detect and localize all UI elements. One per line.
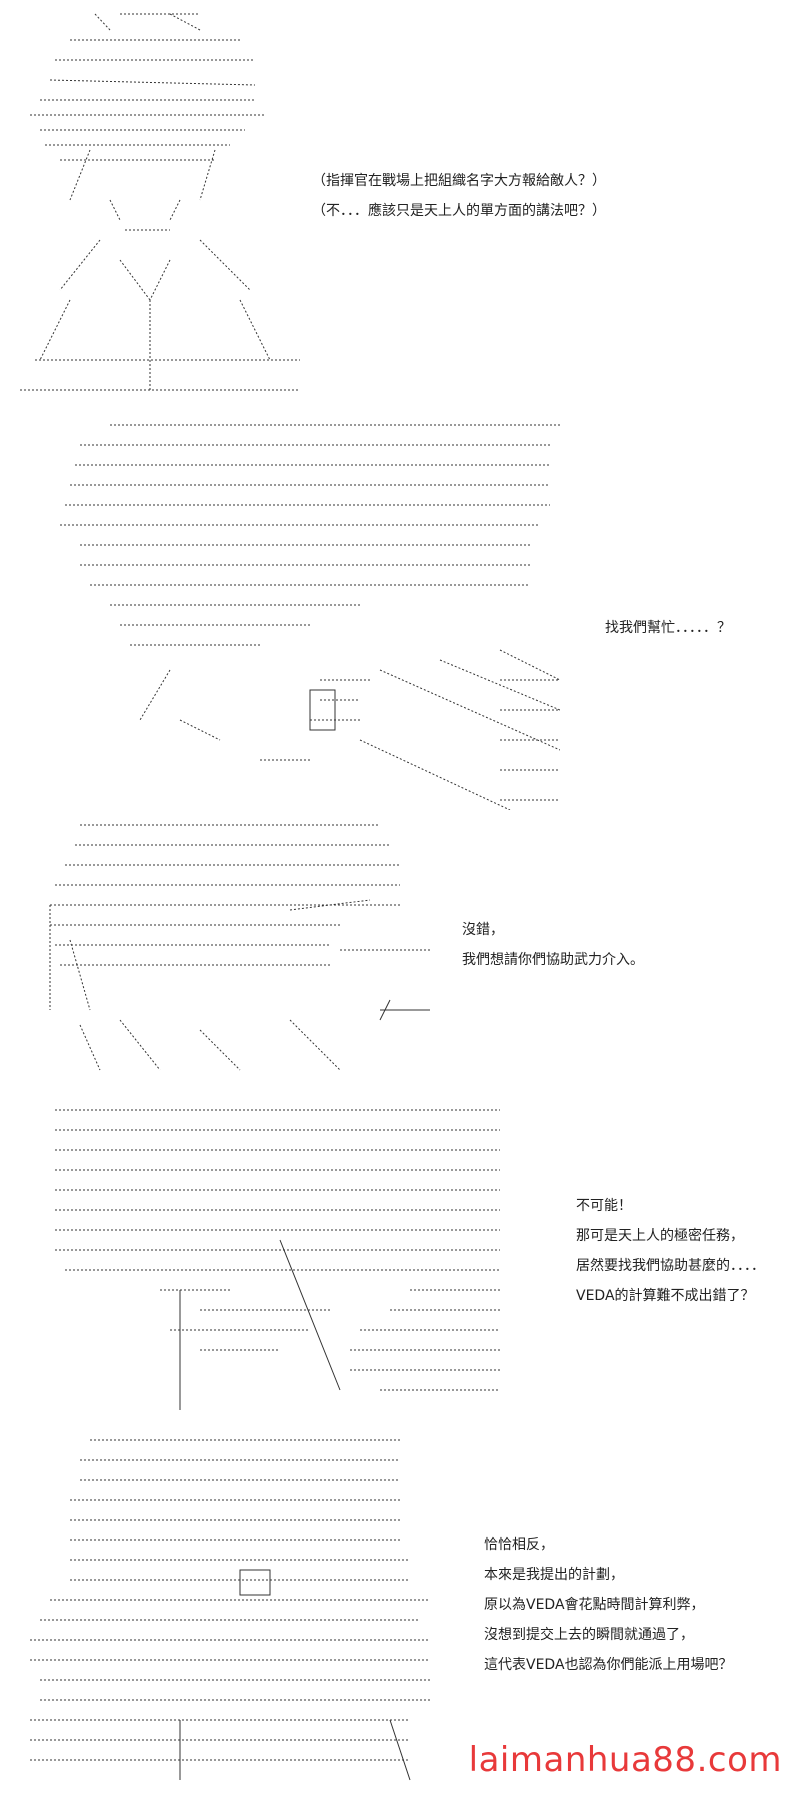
dialog-line: 居然要找我們協助甚麼的．．．． [576,1258,765,1274]
ascii-art-character-4 [50,1090,500,1420]
panel-2: 找我們幫忙．．．．．？ [0,420,800,810]
panel-4: 不可能！ 那可是天上人的極密任務， 居然要找我們協助甚麼的．．．． VEDA的計… [0,1090,800,1420]
panel-5: 恰恰相反， 本來是我提出的計劃， 原以為VEDA會花點時間計算利弊， 沒想到提交… [0,1420,800,1796]
dialog-panel-2: 找我們幫忙．．．．．？ [605,613,731,643]
ascii-art-character-5 [10,1420,430,1796]
dialog-line: （不．．．應該只是天上人的單方面的講法吧？） [312,203,606,219]
dialog-line: 恰恰相反， [484,1537,554,1553]
ascii-art-character-1 [0,0,300,420]
dialog-line: 沒想到提交上去的瞬間就通過了， [484,1627,694,1643]
dialog-line: VEDA的計算難不成出錯了？ [576,1288,755,1304]
dialog-panel-4: 不可能！ 那可是天上人的極密任務， 居然要找我們協助甚麼的．．．． VEDA的計… [576,1191,765,1311]
dialog-line: 找我們幫忙．．．．．？ [605,620,731,636]
dialog-line: （指揮官在戰場上把組織名字大方報給敵人？） [312,173,606,189]
dialog-line: 我們想請你們協助武力介入。 [462,952,644,968]
panel-3: 沒錯， 我們想請你們協助武力介入。 [0,810,800,1090]
ascii-art-character-3 [40,810,430,1090]
dialog-line: 這代表VEDA也認為你們能派上用場吧？ [484,1657,733,1673]
dialog-line: 那可是天上人的極密任務， [576,1228,744,1244]
dialog-panel-1: （指揮官在戰場上把組織名字大方報給敵人？） （不．．．應該只是天上人的單方面的講… [312,166,606,226]
ascii-art-character-2 [60,420,560,810]
watermark: laimanhua88.com [468,1740,782,1780]
dialog-line: 不可能！ [576,1198,632,1214]
dialog-panel-5: 恰恰相反， 本來是我提出的計劃， 原以為VEDA會花點時間計算利弊， 沒想到提交… [484,1530,733,1680]
dialog-line: 沒錯， [462,922,504,938]
dialog-panel-3: 沒錯， 我們想請你們協助武力介入。 [462,915,644,975]
dialog-line: 本來是我提出的計劃， [484,1567,624,1583]
panel-1: （指揮官在戰場上把組織名字大方報給敵人？） （不．．．應該只是天上人的單方面的講… [0,0,800,420]
dialog-line: 原以為VEDA會花點時間計算利弊， [484,1597,705,1613]
